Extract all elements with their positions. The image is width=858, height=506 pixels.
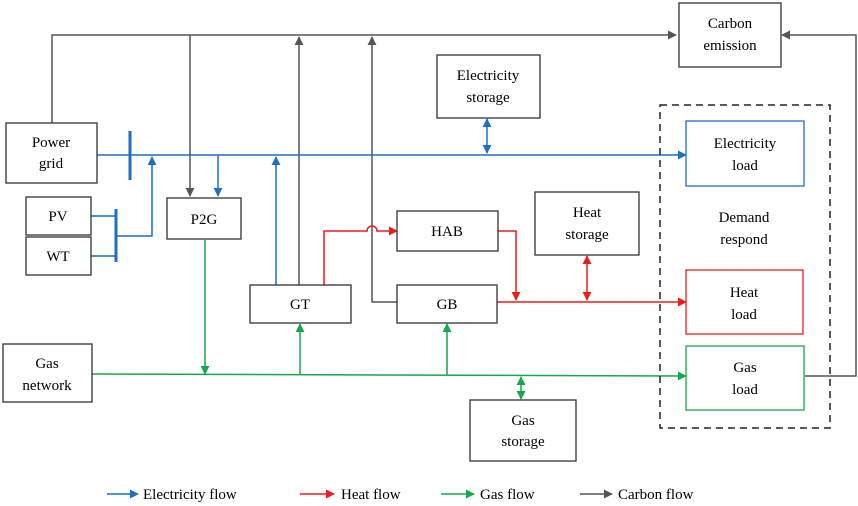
label-heat-storage-2: storage — [565, 227, 609, 243]
label-wt: WT — [46, 249, 69, 265]
legend-electricity-label: Electricity flow — [143, 487, 237, 503]
label-demand-respond-1: Demand — [719, 210, 770, 226]
hab-box — [396, 210, 499, 252]
label-gas-network-1: Gas — [35, 356, 58, 372]
label-electricity-storage-2: storage — [466, 90, 510, 106]
label-gas-storage-2: storage — [501, 434, 545, 450]
p2g-box — [166, 197, 242, 240]
label-p2g: P2G — [191, 212, 218, 228]
label-carbon-emission-1: Carbon — [708, 16, 753, 32]
label-demand-respond-2: respond — [720, 232, 768, 248]
label-gt: GT — [290, 297, 310, 313]
demand-response-region — [659, 104, 831, 429]
elec-line-renewables-up — [116, 156, 157, 237]
electricity-load-box — [685, 120, 805, 187]
gas-storage-box — [469, 399, 577, 462]
heat-storage-box — [534, 191, 640, 256]
heat-line-hab-down — [498, 230, 521, 301]
label-heat-storage-1: Heat — [573, 205, 602, 221]
pv-box — [25, 196, 92, 236]
wt-box — [25, 236, 92, 276]
gt-box — [249, 284, 352, 324]
carbon-emission-box — [678, 2, 782, 68]
label-carbon-emission-2: emission — [703, 38, 757, 54]
heat-line-gt-to-hab — [323, 225, 398, 285]
electricity-flow-lines — [91, 118, 687, 285]
legend-heat-label: Heat flow — [341, 487, 401, 503]
electricity-storage-box — [436, 54, 541, 119]
label-power-grid-1: Power — [32, 135, 70, 151]
label-hab: HAB — [431, 224, 463, 240]
gas-load-box — [685, 345, 805, 411]
carbon-line-gasload-to-emission — [781, 30, 857, 377]
label-electricity-storage-1: Electricity — [457, 68, 520, 84]
label-power-grid-2: grid — [39, 156, 64, 172]
power-grid-box — [5, 122, 98, 184]
gb-box — [396, 284, 498, 324]
label-gas-load-2: load — [732, 382, 758, 398]
carbon-flow-lines — [51, 30, 857, 377]
legend-gas-label: Gas flow — [480, 487, 535, 503]
label-gas-network-2: network — [22, 378, 72, 394]
label-electricity-load-1: Electricity — [714, 136, 777, 152]
gas-line-main — [91, 371, 687, 381]
label-heat-load-2: load — [731, 307, 757, 323]
label-pv: PV — [48, 209, 67, 225]
label-gas-load-1: Gas — [733, 360, 756, 376]
heat-load-box — [685, 269, 804, 335]
node-boxes — [2, 2, 805, 462]
label-gas-storage-1: Gas — [511, 413, 534, 429]
carbon-line-grid-to-emission — [51, 30, 677, 123]
heat-flow-lines — [323, 225, 687, 307]
label-electricity-load-2: load — [732, 158, 758, 174]
carbon-line-gb-up — [367, 36, 397, 303]
node-labels: Carbon emission Electricity storage Powe… — [22, 16, 776, 450]
legend: Electricity flow Heat flow Gas flow Carb… — [107, 487, 694, 503]
gas-network-box — [2, 343, 93, 403]
gas-flow-lines — [91, 240, 687, 400]
label-heat-load-1: Heat — [730, 285, 759, 301]
legend-carbon-label: Carbon flow — [618, 487, 694, 503]
label-gb: GB — [437, 297, 458, 313]
